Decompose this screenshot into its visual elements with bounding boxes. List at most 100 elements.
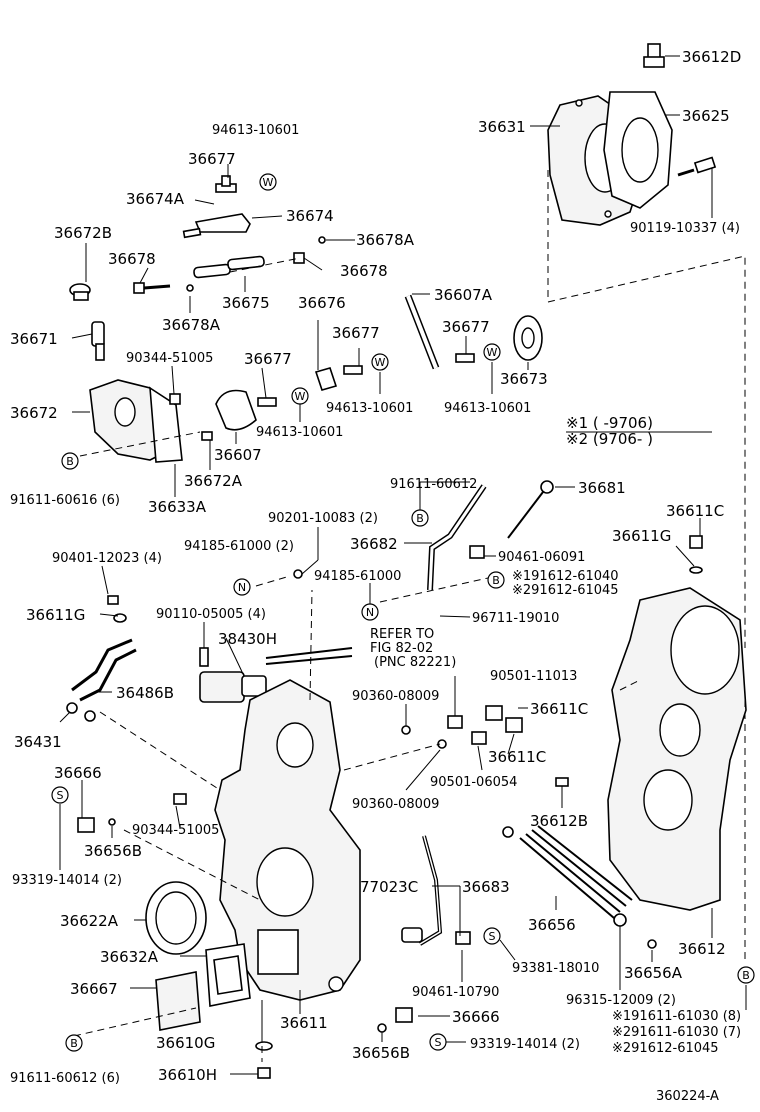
label-36678A-mid: 36678A [162,316,221,334]
label-36611: 36611 [280,1014,328,1032]
badge-s-3: S [429,1033,447,1051]
label-90344-51005-low: 90344-51005 [132,823,219,838]
svg-text:W: W [375,356,386,369]
label-36678A-top: 36678A [356,231,415,249]
label-91611-60612-low: 91611-60612 (6) [10,1071,120,1086]
spring-36607A [404,294,440,370]
clip-36607 [215,389,257,431]
fitting-36672B [69,283,91,301]
label-36678-right: 36678 [340,262,388,280]
ball-90360-08009-b [437,739,447,749]
pin-36672A [201,431,213,441]
ring-36678A [318,236,326,244]
bolt-36678-left [133,282,171,294]
label-36612B: 36612B [530,812,588,830]
label-94185-61000: 94185-61000 [314,569,401,584]
label-36612D: 36612D [682,48,741,66]
bolt-90344-51005-a [169,393,181,405]
label-36610G: 36610G [156,1034,215,1052]
badge-b-4: B [737,966,755,984]
dashed-lines [73,170,746,1062]
badge-w-4: W [291,387,309,405]
cap-36612D [643,43,665,68]
label-36677-low: 36677 [244,350,292,368]
badge-b-1: B [61,452,79,470]
plug-36666-a [77,817,95,833]
label-36674A: 36674A [126,190,185,208]
label-93319-14014-left: 93319-14014 (2) [12,873,122,888]
label-36683: 36683 [462,878,510,896]
svg-text:S: S [489,930,496,943]
label-36677-right: 36677 [442,318,490,336]
ball-90360-08009-a [401,725,411,735]
diagram-reference-id: 360224-A [656,1089,719,1104]
bolt-90201-10083 [293,569,303,579]
stud-36677-top [215,175,237,193]
plug-36611C-a [485,705,503,721]
label-36611C-mid: 36611C [530,700,588,718]
label-36632A: 36632A [100,948,159,966]
spring-90501-06054 [471,731,487,745]
label-36610H: 36610H [158,1066,217,1084]
label-36673: 36673 [500,370,548,388]
label-36656: 36656 [528,916,576,934]
svg-text:B: B [70,1037,78,1050]
label-90119-10337: 90119-10337 (4) [630,221,740,236]
badge-s-1: S [51,786,69,804]
bearing-36673 [513,315,543,361]
label-291611-61030: ※291611-61030 (7) [612,1025,741,1040]
note-1: ※1 ( -9706) [566,414,653,432]
housing-36672 [89,379,183,463]
label-36672: 36672 [10,404,58,422]
badge-b-2: B [411,509,429,527]
cover-36667 [155,971,201,1031]
label-refer-fig: FIG 82-02 [370,641,433,656]
label-96711-19010: 96711-19010 [472,611,559,626]
label-36656A: 36656A [624,964,683,982]
label-36431: 36431 [14,733,62,751]
label-90201-10083: 90201-10083 (2) [268,511,378,526]
label-36671: 36671 [10,330,58,348]
gear-case-36611 [214,679,361,1001]
bolt-36678-right [293,252,305,264]
spring-90501-11013 [447,715,463,729]
label-36666-left: 36666 [54,764,102,782]
label-94613-10601-right: 94613-10601 [444,401,531,416]
part-labels: 36612D 36631 36625 90119-10337 (4) 94613… [10,48,741,1104]
badge-b-5: B [65,1034,83,1052]
label-36656B-left: 36656B [84,842,142,860]
label-refer-to: REFER TO [370,627,434,642]
label-96315-12009: 96315-12009 (2) [566,993,676,1008]
ring-36678A-b [186,284,194,292]
note-2: ※2 (9706- ) [566,430,653,448]
label-36625: 36625 [682,107,730,125]
svg-text:W: W [487,346,498,359]
date-notes: ※1 ( -9706) ※2 (9706- ) [566,414,712,448]
badge-n-1: N [233,578,251,596]
bolt-90344-51005-b [173,793,187,805]
label-93319-14014-right: 93319-14014 (2) [470,1037,580,1052]
label-36672B: 36672B [54,224,112,242]
label-291612-61045-low: ※291612-61045 [612,1041,719,1056]
label-36631: 36631 [478,118,526,136]
badge-w-2: W [371,353,389,371]
badge-s-2: S [483,927,501,945]
label-91611-60616: 91611-60616 (6) [10,493,120,508]
label-94613-10601-top: 94613-10601 [212,123,299,138]
label-90501-11013: 90501-11013 [490,669,577,684]
case-36612 [607,587,747,911]
gasket-36611G [689,566,703,574]
label-36677-mid: 36677 [332,324,380,342]
pin-36612B [555,777,569,787]
ring-36656A [647,939,657,949]
label-94613-10601-mid: 94613-10601 [326,401,413,416]
svg-text:B: B [416,512,424,525]
badge-b-3: B [487,571,505,589]
gasket-36632A [205,943,251,1007]
label-38430H: 38430H [218,630,277,648]
plug-36611C-c [689,535,703,549]
label-36611G-right: 36611G [612,527,671,545]
lever-36676 [314,367,338,391]
label-291612-61045-mid: ※291612-61045 [512,583,619,598]
label-90344-51005-top: 90344-51005 [126,351,213,366]
